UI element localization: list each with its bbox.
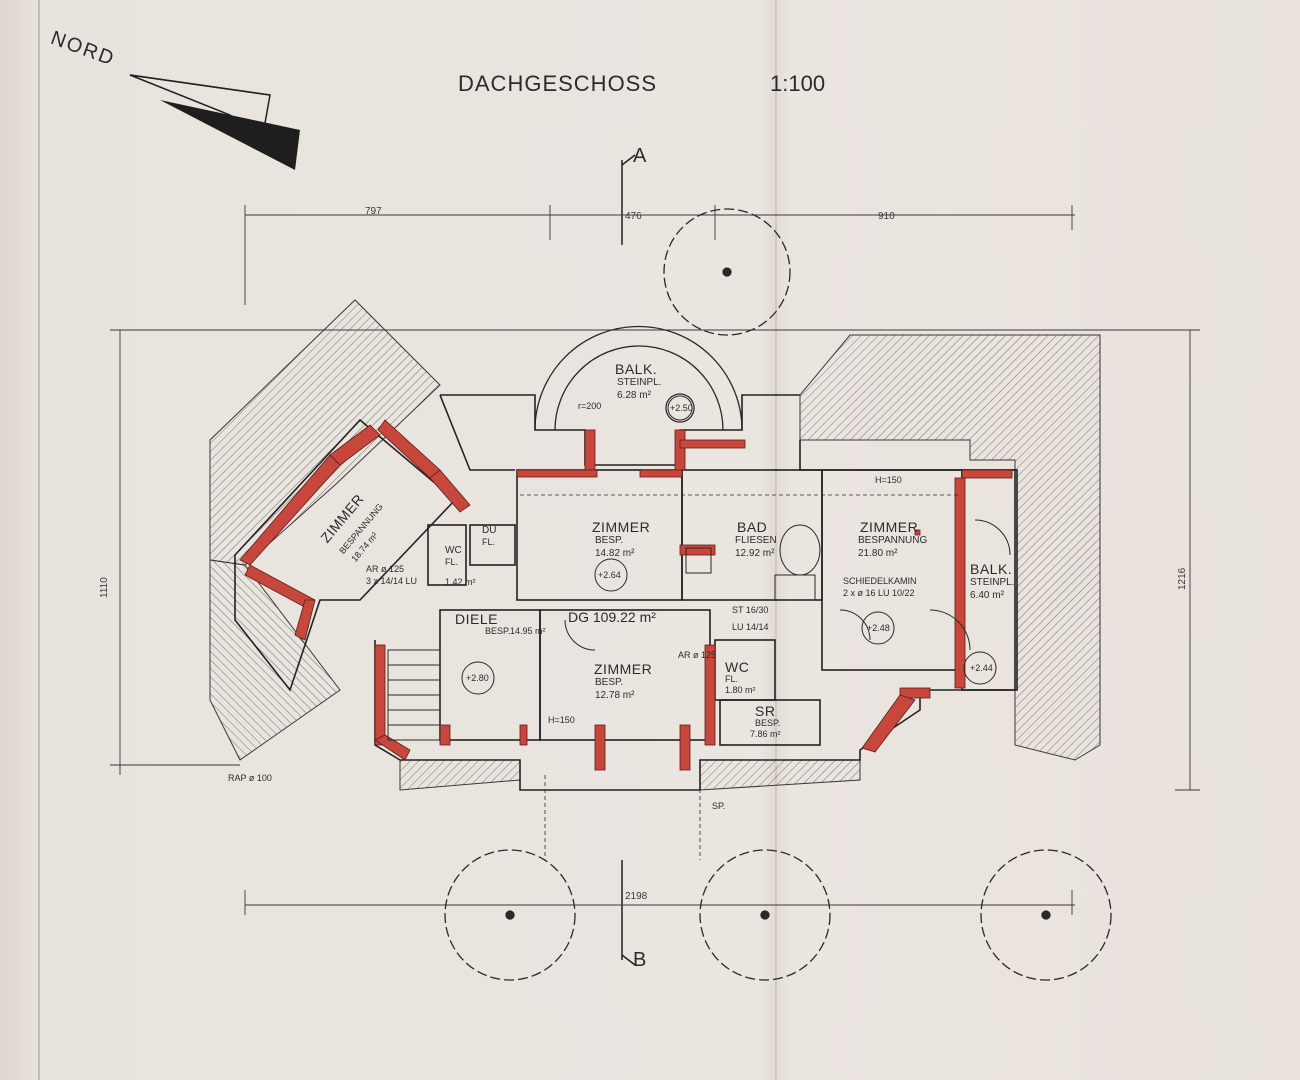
dim-right-height: 1216: [1177, 567, 1188, 590]
room-area: 6.28 m²: [617, 390, 651, 401]
room-finish: FLIESEN: [735, 535, 777, 546]
new-walls: [239, 419, 1013, 771]
room-finish: STEINPL.: [617, 377, 662, 388]
drawing-title: DACHGESCHOSS: [458, 71, 658, 96]
sheet-left-edge: [38, 0, 40, 1080]
height-label: H=150: [548, 715, 575, 725]
room-finish: BESP.: [485, 626, 511, 636]
lu-spec: LU 14/14: [732, 622, 769, 632]
fold-line: [775, 0, 777, 1080]
room-level: +2.64: [598, 570, 621, 580]
roof-areas: [209, 299, 1101, 791]
room-area: 21.80 m²: [858, 548, 898, 559]
sp-label: SP.: [712, 801, 726, 811]
room-area: 7.86 m²: [750, 729, 781, 739]
dim-top-left: 797: [365, 206, 382, 217]
room-level: +2.48: [867, 623, 890, 633]
room-name: BALK.: [615, 361, 658, 377]
room-finish: BESP.: [755, 718, 781, 728]
ar-center-label: AR ø 125: [678, 650, 717, 660]
room-area: 1.42 m²: [445, 577, 476, 587]
dimension-lines: [110, 205, 1200, 915]
room-finish: FL.: [725, 674, 739, 684]
room-finish: FL.: [445, 557, 459, 567]
rap-label: RAP ø 100: [228, 773, 272, 783]
fixtures: [387, 395, 1011, 741]
room-name: ZIMMER: [592, 519, 651, 535]
height-label: H=150: [875, 475, 902, 485]
room-area: 6.40 m²: [970, 590, 1004, 601]
ar-left-spec: 3 x 14/14 LU: [366, 576, 418, 586]
dashed-lines: [520, 494, 960, 860]
room-area: 12.78 m²: [595, 690, 635, 701]
room-name: SR: [755, 703, 776, 719]
room-level: +2.80: [466, 673, 489, 683]
room-name: DIELE: [455, 611, 498, 627]
tree-icons: [444, 208, 1112, 981]
chimney-label: SCHIEDELKAMIN: [843, 576, 917, 586]
room-finish: BESP.: [595, 535, 624, 546]
stair-spec: ST 16/30: [732, 605, 769, 615]
section-marker-b: B: [633, 949, 647, 971]
room-finish: BESPANNUNG: [858, 535, 928, 546]
room-area: 12.92 m²: [735, 548, 775, 559]
section-line: [621, 154, 636, 966]
room-name: WC: [445, 545, 462, 556]
room-name: ZIMMER: [860, 519, 919, 535]
room-area: 14.95 m²: [510, 626, 546, 636]
room-name: DU: [482, 525, 497, 536]
room-level: +2.44: [970, 663, 993, 673]
dim-top-right: 910: [878, 211, 895, 222]
room-name: WC: [725, 659, 750, 675]
dg-total-area: DG 109.22 m²: [568, 609, 656, 625]
room-name: ZIMMER: [594, 661, 653, 677]
room-area: 1.80 m²: [725, 685, 756, 695]
room-finish: STEINPL.: [970, 577, 1015, 588]
dim-left-height: 1110: [99, 577, 110, 598]
room-name: BALK.: [970, 561, 1013, 577]
room-name: BAD: [737, 519, 768, 535]
radius-label: r=200: [578, 401, 602, 411]
dim-top-center: 476: [625, 211, 642, 222]
room-level: +2.50: [670, 403, 693, 413]
dim-bottom-center: 2198: [625, 891, 648, 902]
room-finish: FL.: [482, 537, 496, 547]
drawing-scale: 1:100: [770, 71, 826, 96]
ar-left-label: AR ø 125: [366, 564, 405, 574]
section-marker-a: A: [633, 145, 647, 167]
room-area: 14.82 m²: [595, 548, 635, 559]
chimney-spec: 2 x ø 16 LU 10/22: [843, 588, 915, 598]
balcony-arc: [534, 325, 743, 431]
north-arrow-icon: [129, 74, 300, 170]
room-finish: BESP.: [595, 677, 624, 688]
